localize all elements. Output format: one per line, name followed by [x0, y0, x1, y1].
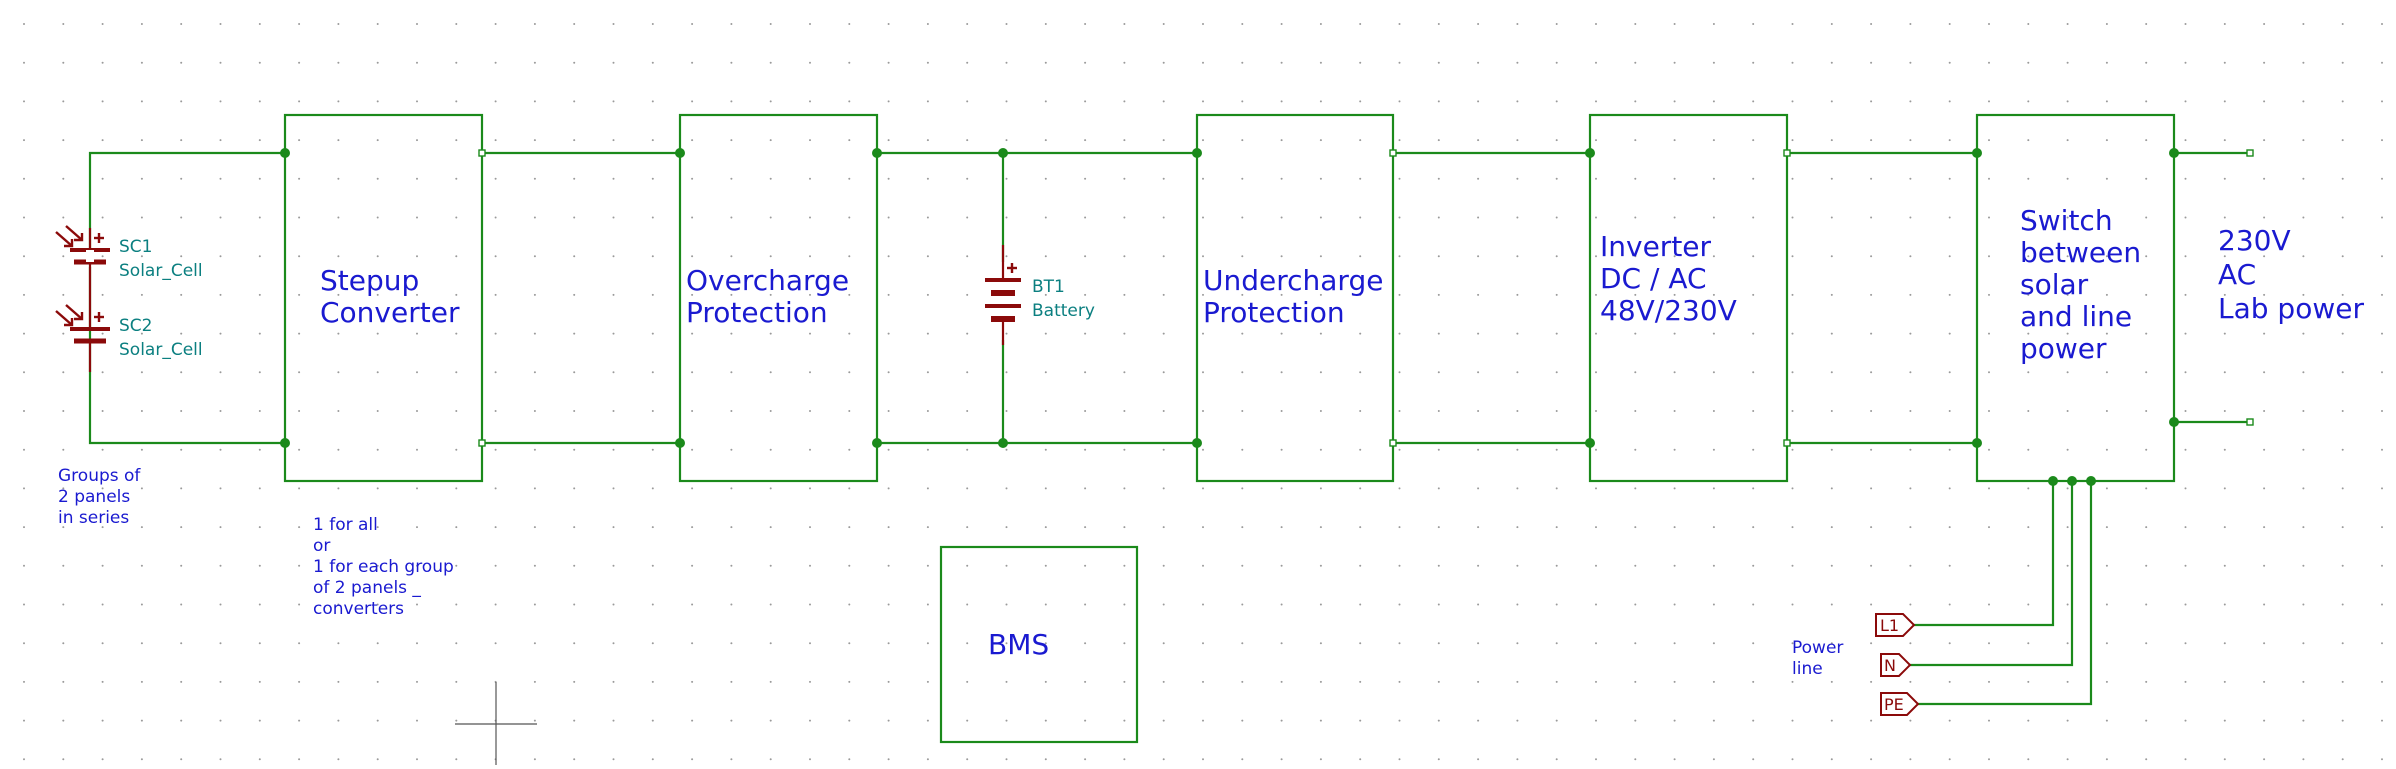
undercharge-label: Undercharge Protection: [1203, 264, 1392, 329]
bms-block: [939, 545, 1139, 744]
solar-cell-sc1-symbol: [55, 225, 120, 267]
overcharge-protection-block: [678, 113, 879, 483]
battery-bt1-symbol: [985, 245, 1021, 345]
inverter-block: [1588, 113, 1789, 483]
solar-cell-sc2-symbol: [55, 228, 110, 372]
stepup-label: Stepup Converter: [320, 264, 460, 329]
global-label-n: [1880, 653, 1912, 677]
power-line-note: Power line: [1792, 638, 1849, 679]
sc2-ref: SC2: [119, 316, 152, 336]
undercharge-protection-block: [1195, 113, 1395, 483]
crosshair-cursor-icon: [455, 682, 537, 765]
n-label-text: N: [1884, 656, 1896, 675]
pe-label-text: PE: [1884, 695, 1904, 714]
grid: [23, 23, 2383, 761]
output-label: 230V AC Lab power: [2218, 224, 2364, 325]
global-label-l1: [1875, 613, 1916, 637]
sc1-value: Solar_Cell: [119, 261, 203, 281]
inverter-label: Inverter DC / AC 48V/230V: [1600, 230, 1737, 327]
switch-label: Switch between solar and line power: [2020, 204, 2150, 365]
bt1-ref: BT1: [1032, 277, 1065, 297]
pin-markers: [478, 149, 2254, 447]
groups-note: Groups of 2 panels in series: [58, 466, 146, 528]
bt1-value: Battery: [1032, 301, 1095, 321]
sc1-ref: SC1: [119, 237, 152, 257]
wires: [88, 151, 2250, 706]
bms-label: BMS: [988, 628, 1049, 661]
stepup-converter-block: [283, 113, 484, 483]
overcharge-label: Overcharge Protection: [686, 264, 858, 329]
converters-note: 1 for all or 1 for each group of 2 panel…: [313, 515, 459, 619]
junctions: [280, 148, 2179, 486]
sc2-value: Solar_Cell: [119, 340, 203, 360]
global-label-pe: [1880, 692, 1920, 716]
l1-label-text: L1: [1880, 616, 1899, 635]
